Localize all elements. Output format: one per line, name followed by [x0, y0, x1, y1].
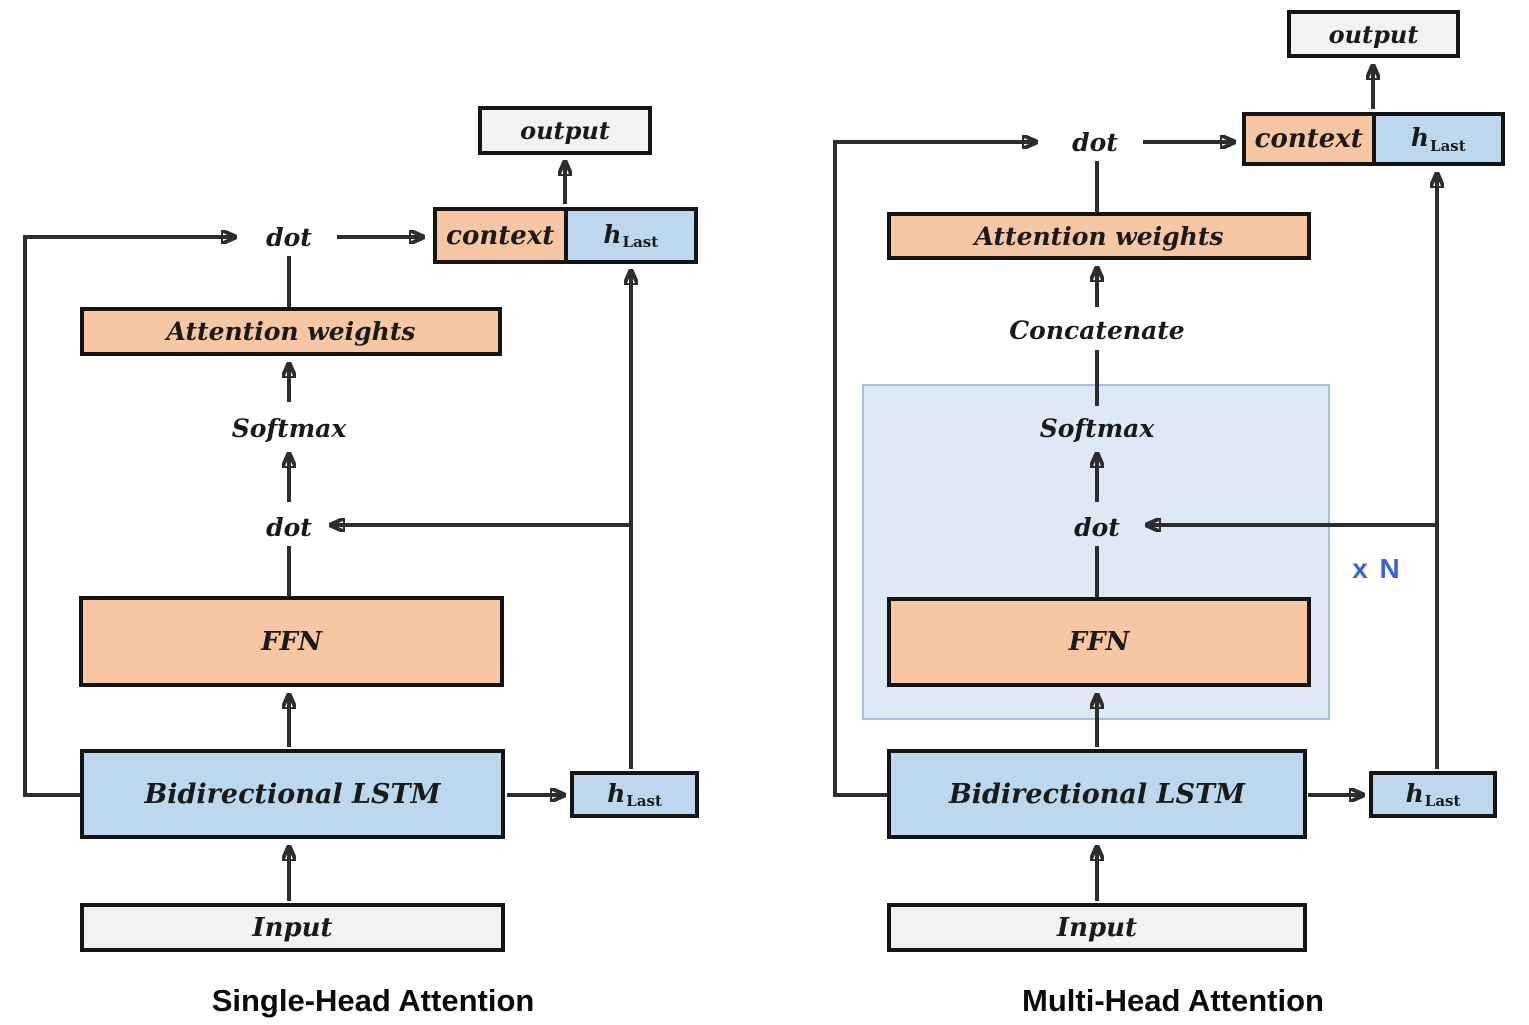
dot-op-top-right: dot — [1050, 125, 1140, 159]
repeat-count-label: x N — [1352, 553, 1402, 584]
attention-weights-label-left: Attention weights — [166, 317, 416, 346]
dot-op-mid-right: dot — [1052, 510, 1142, 544]
attention-weights-box-right: Attention weights — [887, 212, 1311, 260]
context-cell-left: context — [437, 211, 568, 260]
context-label-left: context — [446, 220, 555, 251]
hlast-box-left: hLast — [570, 771, 699, 818]
bilstm-box-right: Bidirectional LSTM — [887, 749, 1307, 839]
left-feedback-arrow — [23, 237, 236, 797]
diagram-title-right: Multi-Head Attention — [1022, 983, 1324, 1018]
context-hlast-box-right: context hLast — [1242, 112, 1505, 166]
softmax-op-right: Softmax — [1022, 411, 1172, 445]
input-box-right: Input — [887, 903, 1307, 952]
output-box-left: output — [478, 106, 652, 155]
input-label-right: Input — [1056, 912, 1138, 943]
dot-label: dot — [1072, 127, 1118, 157]
hlast-box-right: hLast — [1369, 771, 1497, 818]
attention-weights-box-left: Attention weights — [80, 307, 502, 356]
softmax-label-left: Softmax — [231, 413, 347, 443]
output-label-left: output — [520, 116, 610, 145]
right-feedback-arrow — [833, 142, 1037, 797]
concatenate-label: Concatenate — [1009, 315, 1185, 345]
input-box-left: Input — [80, 903, 505, 952]
attention-weights-label-right: Attention weights — [974, 221, 1224, 251]
dot-label: dot — [266, 222, 312, 252]
ffn-box-left: FFN — [79, 596, 504, 687]
hlast-cell-left: hLast — [567, 211, 694, 260]
concatenate-op-right: Concatenate — [1007, 313, 1187, 347]
softmax-label-right: Softmax — [1039, 413, 1155, 443]
context-label-right: context — [1254, 124, 1363, 154]
bilstm-box-left: Bidirectional LSTM — [80, 749, 505, 839]
softmax-op-left: Softmax — [214, 411, 364, 445]
hlast-label: hLast — [1410, 123, 1466, 155]
output-box-right: output — [1287, 10, 1460, 58]
hlast-label: hLast — [1405, 778, 1461, 811]
ffn-label-right: FFN — [1068, 627, 1130, 657]
dot-op-top-left: dot — [244, 220, 334, 254]
context-cell-right: context — [1246, 116, 1376, 162]
bilstm-label-left: Bidirectional LSTM — [144, 778, 441, 810]
hlast-cell-right: hLast — [1375, 116, 1501, 162]
dot-label: dot — [266, 512, 312, 542]
ffn-label-left: FFN — [261, 626, 322, 657]
input-label-left: Input — [252, 912, 333, 943]
context-hlast-box-left: context hLast — [433, 207, 698, 264]
dot-label: dot — [1074, 512, 1120, 542]
dot-op-mid-left: dot — [244, 510, 334, 544]
hlast-label: hLast — [603, 219, 659, 252]
bilstm-label-right: Bidirectional LSTM — [948, 778, 1246, 810]
output-label-right: output — [1328, 19, 1419, 49]
hlast-label: hLast — [607, 778, 662, 811]
diagram-title-left: Single-Head Attention — [211, 983, 535, 1018]
ffn-box-right: FFN — [887, 597, 1311, 687]
